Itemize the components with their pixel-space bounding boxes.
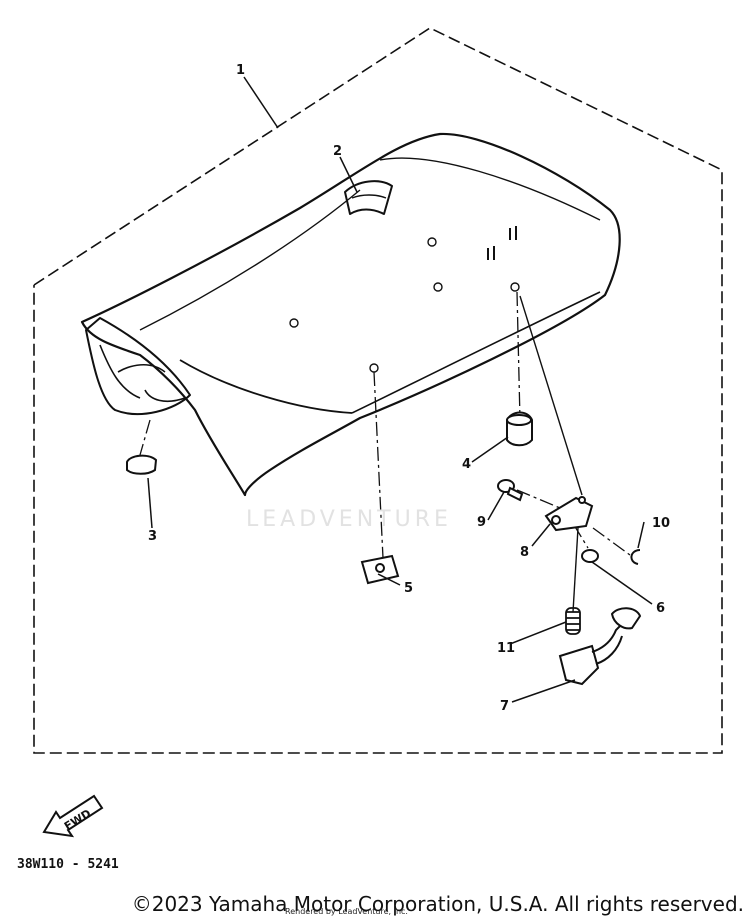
callout-4: 4 [462,457,471,472]
callout-3: 3 [148,529,157,544]
assembly-line-solid [572,527,579,613]
leader-lines [147,76,653,703]
callout-2: 2 [333,144,342,159]
callout-11: 11 [497,641,515,656]
part-11-spring [565,607,581,635]
callout-10: 10 [652,516,670,531]
assembly-boundary [33,27,723,754]
part-5-plate [360,554,400,585]
callout-6: 6 [656,601,665,616]
part-8-bracket [544,496,594,532]
fwd-arrow-icon: FWD [42,794,104,838]
callout-8: 8 [520,545,529,560]
part-9-bolt [497,479,524,502]
assembly-line-solid [519,295,583,496]
callout-1: 1 [236,63,245,78]
part-6-collar [581,549,599,563]
part-3-damper [126,454,158,475]
assembly-lines [139,291,631,559]
part-10-clip [630,549,641,565]
part-7-seat-lock [558,607,642,686]
seat-assembly [80,132,621,497]
callout-7: 7 [500,699,509,714]
diagram-code: 38W110 - 5241 [17,857,119,872]
callout-9: 9 [477,515,486,530]
watermark-text: LEADVENTURE [246,507,452,532]
part-4-damper [506,411,533,447]
copyright-text: ©2023 Yamaha Motor Corporation, U.S.A. A… [131,892,744,916]
rendered-by-text: Rendered by LeadVenture, Inc. [285,907,408,916]
mounting-holes [289,226,520,373]
callout-5: 5 [404,581,413,596]
